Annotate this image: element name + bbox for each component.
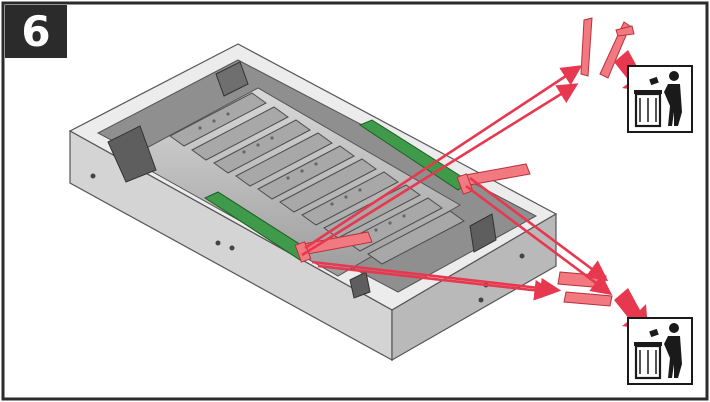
step-number: 6 (21, 7, 51, 56)
dispose-in-bin-icon (627, 317, 693, 385)
dispose-in-bin-icon (627, 65, 693, 133)
removal-arrows (301, 65, 613, 301)
step-badge: 6 (5, 5, 67, 58)
removed-clips (580, 17, 635, 79)
folded-ladder (107, 61, 497, 299)
